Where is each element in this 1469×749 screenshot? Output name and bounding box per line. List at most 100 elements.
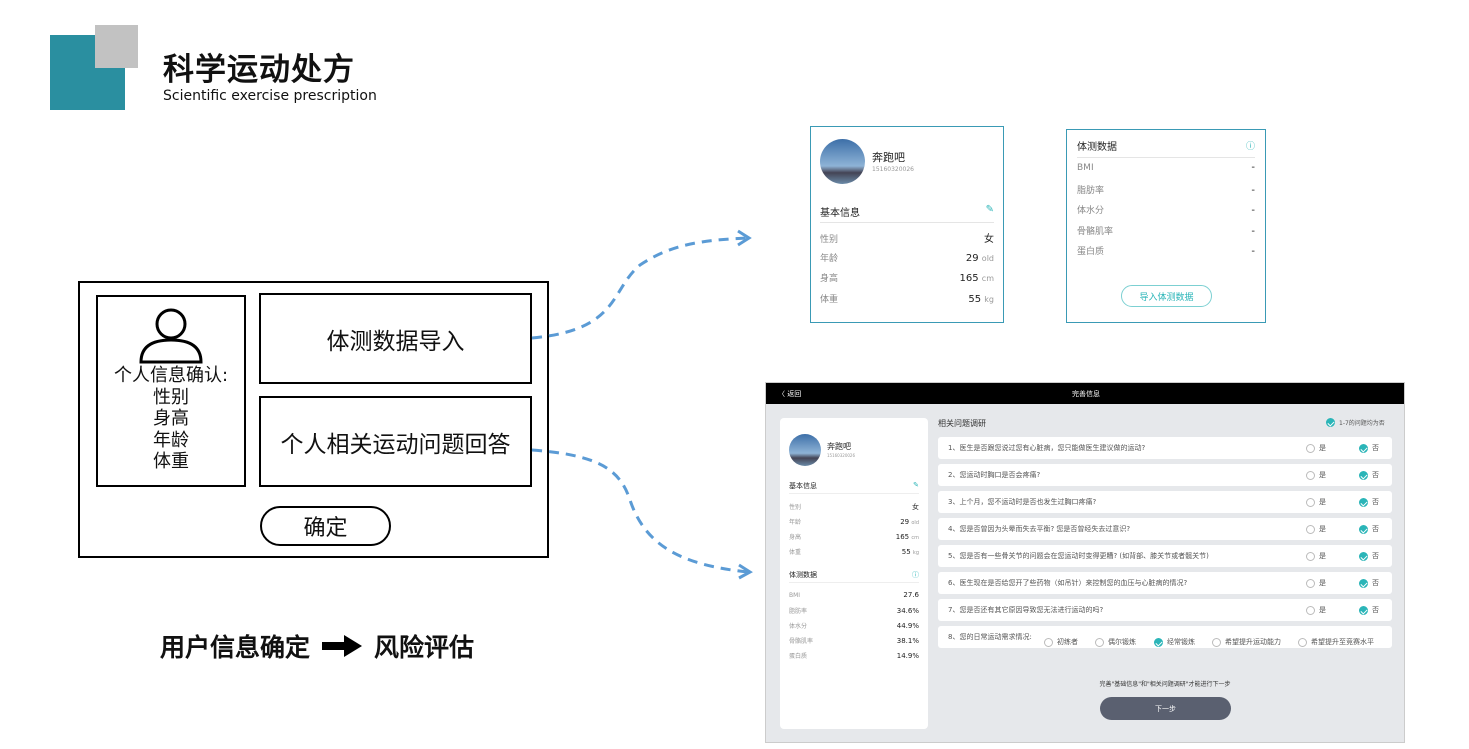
row-label: 脂肪率 bbox=[789, 608, 808, 615]
option-label: 经常锻炼 bbox=[1167, 638, 1195, 646]
survey-title: 相关问题调研 bbox=[938, 419, 986, 428]
user-name: 奔跑吧 bbox=[872, 151, 905, 164]
answer-no[interactable]: 否 bbox=[1359, 497, 1379, 507]
row-value: 38.1% bbox=[897, 637, 919, 645]
answer-yes[interactable]: 是 bbox=[1306, 578, 1326, 588]
logo-gray-square bbox=[95, 25, 138, 68]
person-label-4: 体重 bbox=[153, 451, 189, 472]
row-value-number: 165 bbox=[895, 533, 910, 541]
q8-option[interactable]: 希望提升至竞赛水平 bbox=[1298, 637, 1374, 647]
radio-icon bbox=[1306, 524, 1315, 534]
all-no-toggle[interactable]: 1-7的问题均为否 bbox=[1326, 418, 1385, 427]
radio-icon bbox=[1359, 551, 1368, 561]
back-label: 返回 bbox=[787, 390, 802, 398]
answer-yes[interactable]: 是 bbox=[1306, 470, 1326, 480]
confirm-button[interactable]: 确定 bbox=[260, 506, 391, 546]
basic-info-heading: 基本信息 bbox=[820, 208, 860, 219]
row-value: 女 bbox=[912, 502, 919, 512]
row-label: 骨骼肌率 bbox=[1077, 226, 1114, 237]
person-label-3: 年龄 bbox=[153, 429, 189, 451]
q8-option[interactable]: 初练者 bbox=[1044, 637, 1078, 647]
row-value: 44.9% bbox=[897, 622, 919, 630]
answer-yes[interactable]: 是 bbox=[1306, 551, 1326, 561]
row-value-number: - bbox=[1251, 246, 1255, 257]
row-value-number: 38.1% bbox=[896, 637, 919, 645]
question-8: 8、您的日常运动需求情况: 初练者偶尔锻炼经常锻炼希望提升运动能力希望提升至竞赛… bbox=[938, 626, 1392, 648]
row-value: - bbox=[1251, 185, 1255, 196]
answer-label: 是 bbox=[1319, 444, 1326, 452]
edit-icon[interactable]: ✎ bbox=[913, 481, 919, 489]
import-body-data-button[interactable]: 导入体测数据 bbox=[1121, 285, 1212, 307]
personal-info-box: 个人信息确认: 性别 身高 年龄 体重 bbox=[96, 295, 246, 487]
back-button[interactable]: 〈 返回 bbox=[778, 390, 802, 398]
row-unit: cm bbox=[911, 535, 919, 541]
row-value-number: - bbox=[1251, 162, 1255, 173]
row-value: 女 bbox=[984, 230, 994, 245]
flow-from: 用户信息确定 bbox=[160, 633, 311, 662]
q8-option[interactable]: 希望提升运动能力 bbox=[1212, 637, 1281, 647]
radio-icon bbox=[1306, 551, 1315, 561]
flow-to: 风险评估 bbox=[374, 633, 475, 662]
radio-icon bbox=[1359, 605, 1368, 615]
right-arrow-icon bbox=[322, 635, 363, 657]
answer-yes[interactable]: 是 bbox=[1306, 443, 1326, 453]
body-data-import-box[interactable]: 体测数据导入 bbox=[259, 293, 532, 384]
option-label: 偶尔锻炼 bbox=[1108, 638, 1136, 646]
answer-no[interactable]: 否 bbox=[1359, 551, 1379, 561]
user-phone: 15160320026 bbox=[827, 453, 855, 458]
row-value-number: 55 bbox=[968, 293, 982, 305]
row-value: 14.9% bbox=[897, 652, 919, 660]
row-value-number: 165 bbox=[959, 273, 979, 284]
answer-no[interactable]: 否 bbox=[1359, 470, 1379, 480]
radio-icon bbox=[1212, 637, 1221, 647]
body-data-heading: 体测数据 bbox=[789, 571, 817, 579]
answer-no[interactable]: 否 bbox=[1359, 578, 1379, 588]
row-label: 性别 bbox=[789, 504, 802, 511]
q8-option[interactable]: 经常锻炼 bbox=[1154, 637, 1195, 647]
row-value: 165 cm bbox=[960, 273, 994, 284]
q8-option[interactable]: 偶尔锻炼 bbox=[1095, 637, 1136, 647]
row-unit: kg bbox=[912, 550, 919, 556]
user-phone: 15160320026 bbox=[872, 166, 914, 173]
row-label: 体重 bbox=[789, 549, 802, 556]
answer-no[interactable]: 否 bbox=[1359, 524, 1379, 534]
body-data-heading: 体测数据 bbox=[1077, 142, 1117, 153]
answer-label: 否 bbox=[1372, 579, 1379, 587]
radio-icon bbox=[1359, 524, 1368, 534]
row-label: BMI bbox=[1077, 163, 1094, 173]
row-label: 蛋白质 bbox=[789, 653, 808, 660]
row-value-number: 14.9% bbox=[896, 652, 919, 660]
answer-no[interactable]: 否 bbox=[1359, 605, 1379, 615]
basic-info-heading: 基本信息 bbox=[789, 482, 817, 490]
radio-icon bbox=[1306, 443, 1315, 453]
answer-yes[interactable]: 是 bbox=[1306, 605, 1326, 615]
row-value: 34.6% bbox=[897, 607, 919, 615]
info-icon[interactable]: ⓘ bbox=[1245, 142, 1255, 152]
info-row: 骨骼肌率- bbox=[1077, 224, 1255, 245]
page-title: 科学运动处方 bbox=[163, 52, 355, 88]
row-value-number: 女 bbox=[984, 234, 994, 245]
next-button[interactable]: 下一步 bbox=[1100, 697, 1231, 720]
question-text: 2、您运动时胸口是否会疼痛? bbox=[948, 471, 1041, 479]
arrow-to-survey bbox=[531, 448, 749, 574]
question-text: 5、您是否有一些骨关节的问题会在您运动时变得更糟? (如背部、膝关节或者髋关节) bbox=[948, 552, 1209, 560]
exercise-questions-box[interactable]: 个人相关运动问题回答 bbox=[259, 396, 532, 487]
answer-label: 是 bbox=[1319, 552, 1326, 560]
answer-no[interactable]: 否 bbox=[1359, 443, 1379, 453]
question-3: 3、上个月，您不运动时是否也发生过胸口疼痛?是否 bbox=[938, 491, 1392, 513]
row-value: - bbox=[1251, 205, 1255, 216]
info-icon[interactable]: ⓘ bbox=[912, 571, 919, 579]
answer-label: 是 bbox=[1319, 525, 1326, 533]
answer-label: 是 bbox=[1319, 498, 1326, 506]
row-label: 脂肪率 bbox=[1077, 185, 1105, 196]
edit-icon[interactable]: ✎ bbox=[985, 204, 994, 215]
answer-yes[interactable]: 是 bbox=[1306, 497, 1326, 507]
answer-yes[interactable]: 是 bbox=[1306, 524, 1326, 534]
